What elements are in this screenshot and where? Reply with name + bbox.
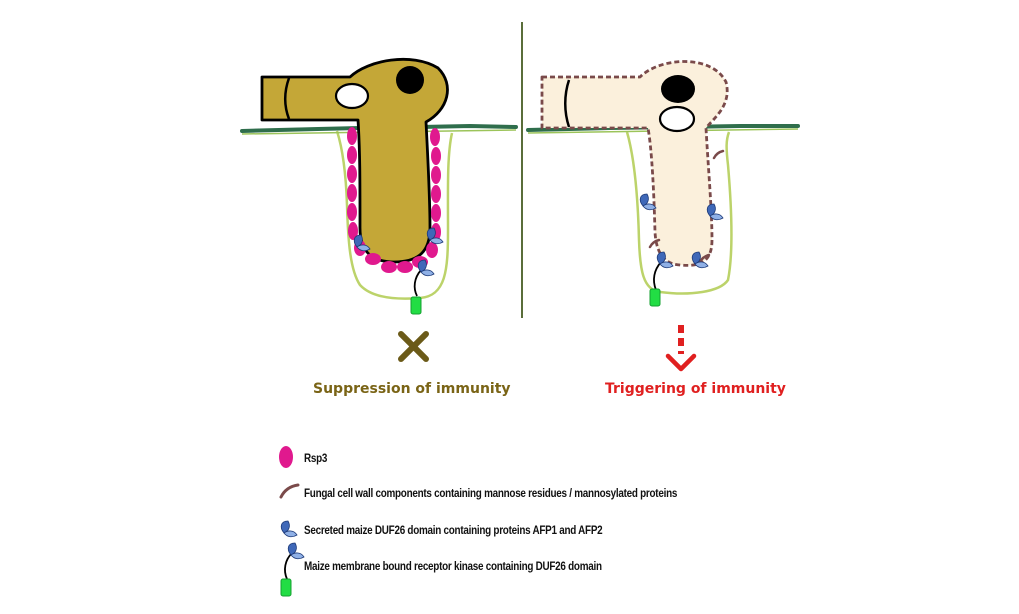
rsp3-coating [347,127,441,273]
rsp3-ellipse-icon [279,446,293,468]
suppression-x-icon [398,331,429,362]
left-septum [284,77,291,120]
right-panel [526,60,800,372]
left-plant-cell-outline [335,130,454,300]
left-white-vacuole [334,82,370,110]
right-white-vacuole [658,105,696,133]
triggering-arrow-icon [665,325,697,372]
duf26-protein-icon [280,520,298,538]
left-fungal-hypha [260,57,449,264]
legend-icons [279,446,305,597]
left-receptor-kinase [410,259,435,315]
right-receptor-kinase [649,251,674,307]
outcome-label-suppression: Suppression of immunity [313,381,511,397]
right-mannose-fragment [712,149,725,160]
right-black-nucleus [661,75,695,103]
receptor-kinase-icon [280,542,305,597]
legend-label-rsp3: Rsp3 [304,453,328,465]
right-plant-cell-outline [625,131,733,295]
outcome-label-triggering: Triggering of immunity [605,381,786,397]
legend-label-mannose: Fungal cell wall components containing m… [304,488,678,500]
left-panel [240,57,518,362]
mannose-curve-icon [279,483,300,499]
legend-label-receptor-kinase: Maize membrane bound receptor kinase con… [304,561,602,573]
right-septum [564,79,571,128]
left-black-nucleus [396,66,424,94]
legend-label-secreted-duf26: Secreted maize DUF26 domain containing p… [304,525,603,537]
